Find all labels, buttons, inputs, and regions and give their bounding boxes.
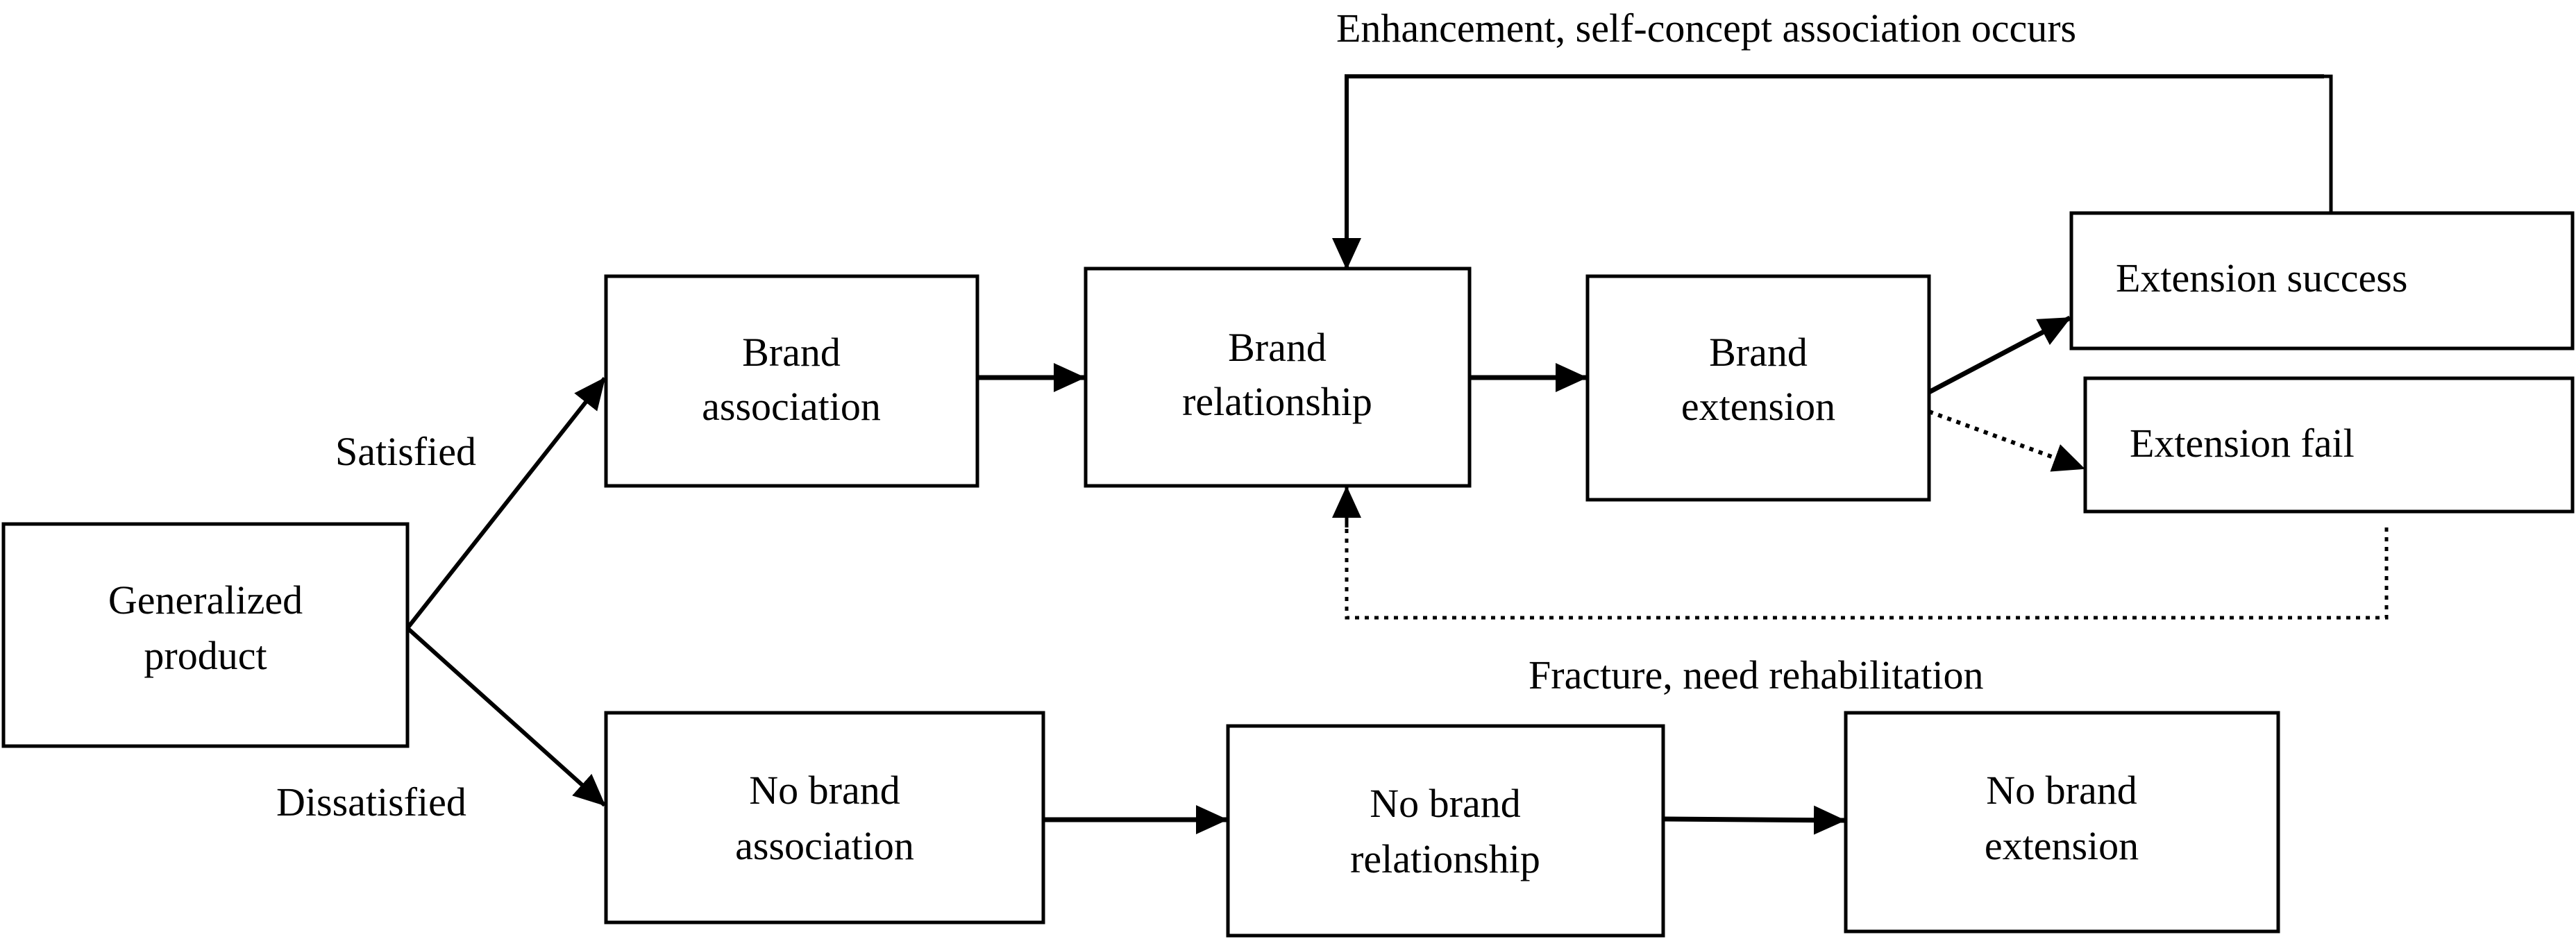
label-fracture: Fracture, need rehabilitation	[1529, 652, 1983, 698]
box-generalized-product: Generalized product	[1, 522, 410, 748]
box-brand-relationship-line-1: Brand	[1228, 325, 1327, 370]
box-generalized-product-line-1: Generalized	[108, 577, 303, 623]
feedback-enhancement-top-line	[1345, 74, 2324, 269]
arrow-product-to-no-brand-association	[405, 626, 607, 807]
box-extension-fail: Extension fail	[2083, 376, 2575, 514]
box-no-brand-association-line-1: No brand	[749, 768, 900, 813]
box-no-brand-extension-line-2: extension	[1985, 823, 2139, 868]
box-extension-success-line-1: Extension success	[2116, 255, 2407, 301]
box-no-brand-extension-line-1: No brand	[1986, 768, 2137, 813]
box-brand-association: Brand association	[604, 274, 979, 488]
box-no-brand-extension-word-1: No	[1986, 768, 2035, 813]
box-no-brand-relationship-line-2: relationship	[1350, 836, 1540, 881]
box-no-brand-extension-word-sep	[2035, 768, 2046, 813]
arrow-brand-extension-to-fail-dotted	[1928, 409, 2085, 472]
box-brand-relationship: Brand relationship	[1084, 267, 1472, 488]
box-brand-extension-line-2: extension	[1681, 384, 1835, 429]
label-dissatisfied: Dissatisfied	[276, 779, 466, 825]
box-no-brand-association-line-2: association	[735, 823, 914, 868]
arrow-no-brand-relationship-to-extension	[1662, 805, 1846, 835]
box-brand-extension-line-1: Brand	[1709, 330, 1808, 375]
box-no-brand-association: No brand association	[604, 711, 1045, 924]
box-brand-association-line-1: Brand	[742, 330, 841, 375]
box-no-brand-relationship-line-1: No brand	[1370, 781, 1520, 826]
label-satisfied: Satisfied	[335, 429, 476, 474]
box-generalized-product-line-2: product	[144, 633, 267, 678]
box-extension-fail-line-1: Extension fail	[2130, 421, 2355, 466]
box-no-brand-relationship: No brand relationship	[1226, 724, 1665, 938]
feedback-fracture-path-dotted	[1345, 500, 2389, 620]
box-brand-extension: Brand extension	[1585, 274, 1931, 502]
box-brand-relationship-line-2: relationship	[1182, 379, 1372, 424]
box-no-brand-extension: No brand extension	[1844, 711, 2280, 934]
label-enhancement: Enhancement, self-concept association oc…	[1336, 6, 2076, 51]
box-extension-success: Extension success	[2069, 211, 2575, 350]
box-no-brand-extension-word-2: brand	[2046, 768, 2137, 813]
feedback-enhancement-path	[2324, 74, 2333, 212]
box-brand-association-line-2: association	[702, 384, 881, 429]
arrow-brand-extension-to-success	[1928, 315, 2071, 395]
arrow-product-to-brand-association	[405, 377, 607, 630]
